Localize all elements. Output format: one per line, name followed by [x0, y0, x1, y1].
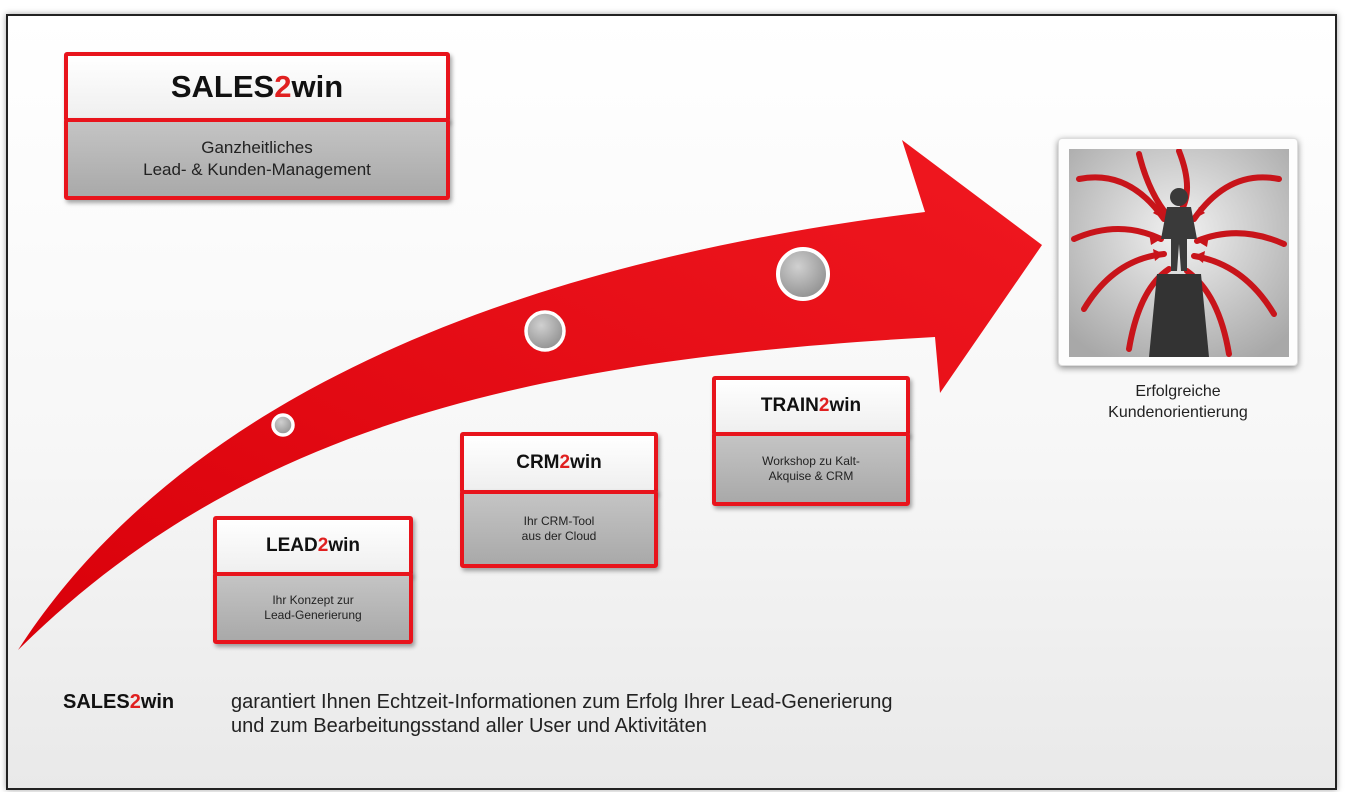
milestone-dot-large — [776, 247, 830, 301]
person-with-inward-arrows-icon — [1069, 149, 1289, 357]
customer-focus-image — [1058, 138, 1298, 366]
crm2win-description: Ihr CRM-Tool aus der Cloud — [460, 490, 658, 568]
train2win-description: Workshop zu Kalt- Akquise & CRM — [712, 432, 910, 506]
customer-focus-caption: Erfolgreiche Kundenorientierung — [1108, 383, 1248, 421]
sales2win-subtitle: Ganzheitliches Lead- & Kunden-Management — [64, 118, 450, 200]
milestone-dot-medium — [524, 310, 566, 352]
footer-brand: SALES2win — [63, 691, 175, 713]
lead2win-description: Ihr Konzept zur Lead-Generierung — [213, 572, 413, 644]
milestone-dot-small — [271, 413, 295, 437]
footer-text: garantiert Ihnen Echtzeit-Informationen … — [231, 691, 893, 737]
